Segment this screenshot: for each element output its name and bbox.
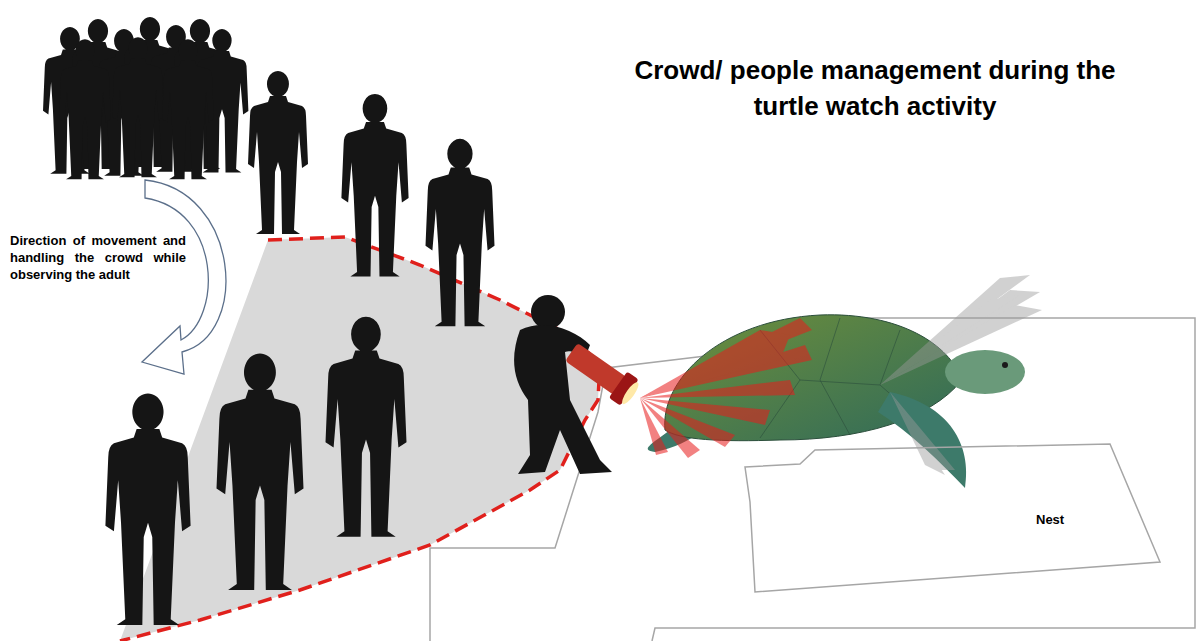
light-ray — [640, 398, 700, 458]
person-silhouette — [248, 71, 308, 234]
torch — [562, 339, 643, 409]
nest-area: Nest — [740, 442, 1170, 602]
turtle-eye — [1002, 362, 1008, 368]
turtle-head — [945, 350, 1025, 394]
guide-with-torch — [514, 295, 643, 474]
turtle-front-flipper — [878, 392, 966, 488]
light-ray — [640, 318, 812, 398]
torch-lens — [620, 380, 641, 406]
torch-light-rays — [640, 318, 812, 458]
person-silhouette — [341, 94, 408, 277]
person-silhouette — [105, 394, 190, 625]
nest-outline — [745, 444, 1160, 592]
person-silhouette — [326, 317, 407, 537]
motion-ray — [880, 275, 1030, 385]
guide-body — [514, 325, 612, 474]
person-silhouette — [112, 37, 164, 177]
light-ray — [640, 398, 668, 455]
moving-people — [105, 71, 494, 625]
nest-outline-frame — [740, 442, 1170, 602]
motion-ray — [880, 305, 1042, 385]
crowd-zone — [120, 237, 600, 641]
direction-arrow — [142, 180, 226, 374]
node-label: Nest — [1036, 512, 1064, 527]
diagram-title: Crowd/ people management during the turt… — [625, 52, 1125, 124]
person-silhouette — [162, 39, 214, 179]
flipper-motion-rays — [880, 275, 1042, 475]
light-ray — [640, 330, 790, 398]
motion-ray — [880, 295, 1020, 385]
motion-ray — [890, 392, 945, 475]
waiting-crowd — [43, 17, 248, 179]
person-silhouette — [426, 139, 495, 326]
guide-head — [531, 295, 565, 329]
person-silhouette — [59, 39, 111, 179]
motion-ray — [880, 290, 1040, 385]
annotation-note: Direction of movement and handling the c… — [10, 232, 186, 283]
person-silhouette — [217, 354, 304, 590]
crowd-boundary — [120, 237, 600, 641]
